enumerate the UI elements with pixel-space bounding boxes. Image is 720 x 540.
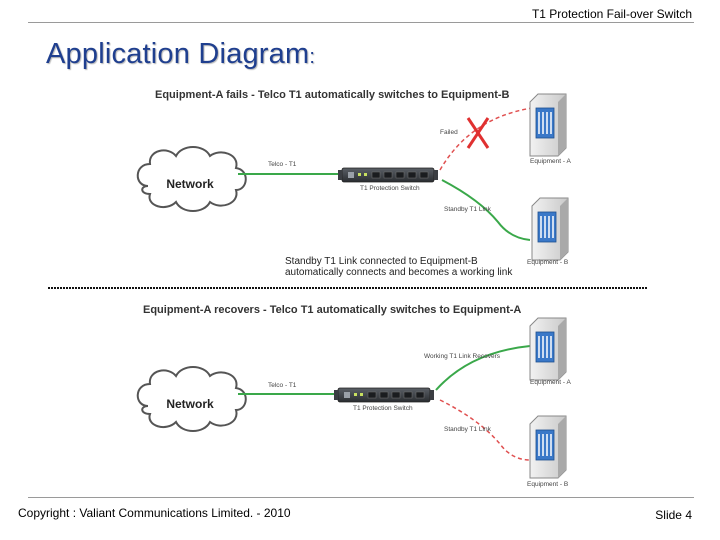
top-telco-label: Telco - T1: [268, 161, 297, 168]
top-equipment-a-label: Equipment - A: [530, 158, 571, 165]
bottom-heading: Equipment-A recovers - Telco T1 automati…: [143, 304, 521, 316]
top-fail-x-icon: [466, 117, 490, 149]
header-divider: [28, 22, 694, 23]
bottom-protection-switch: [333, 387, 435, 403]
top-standby-link: [441, 179, 531, 241]
top-caption-line2: automatically connects and becomes a wor…: [285, 267, 513, 278]
top-failed-link: [439, 107, 533, 171]
bottom-equipment-b-icon: [529, 415, 567, 479]
top-equipment-b-label: Equipment - B: [527, 259, 568, 266]
bottom-equipment-b-label: Equipment - B: [527, 481, 568, 488]
page-title-colon: :: [309, 46, 316, 68]
page-title: Application Diagram:: [46, 38, 315, 71]
header-title: T1 Protection Fail-over Switch: [531, 7, 692, 21]
top-heading: Equipment-A fails - Telco T1 automatical…: [155, 89, 510, 101]
footer-copyright: Copyright : Valiant Communications Limit…: [18, 506, 291, 520]
bottom-equipment-a-icon: [529, 317, 567, 381]
bottom-switch-label: T1 Protection Switch: [353, 405, 413, 412]
top-network-label: Network: [166, 177, 214, 191]
bottom-network-label: Network: [166, 397, 214, 411]
top-equipment-b-icon: [531, 197, 569, 261]
bottom-recovers-label: Working T1 Link Recovers: [424, 353, 501, 360]
bottom-working-link: [435, 345, 531, 391]
footer-slide-number: Slide 4: [655, 508, 692, 522]
bottom-standby-link: [439, 399, 531, 461]
top-caption-line1: Standby T1 Link connected to Equipment-B: [285, 256, 478, 267]
bottom-standby-label: Standby T1 Link: [444, 426, 492, 433]
top-standby-label: Standby T1 Link: [444, 206, 492, 213]
bottom-equipment-a-label: Equipment - A: [530, 379, 571, 386]
top-failed-label: Failed: [440, 129, 458, 136]
page-title-text: Application Diagram: [46, 38, 310, 70]
bottom-telco-label: Telco - T1: [268, 382, 297, 389]
top-switch-label: T1 Protection Switch: [360, 185, 420, 192]
top-equipment-a-icon: [529, 93, 567, 157]
footer-divider: [28, 497, 694, 498]
top-protection-switch: [337, 167, 439, 183]
